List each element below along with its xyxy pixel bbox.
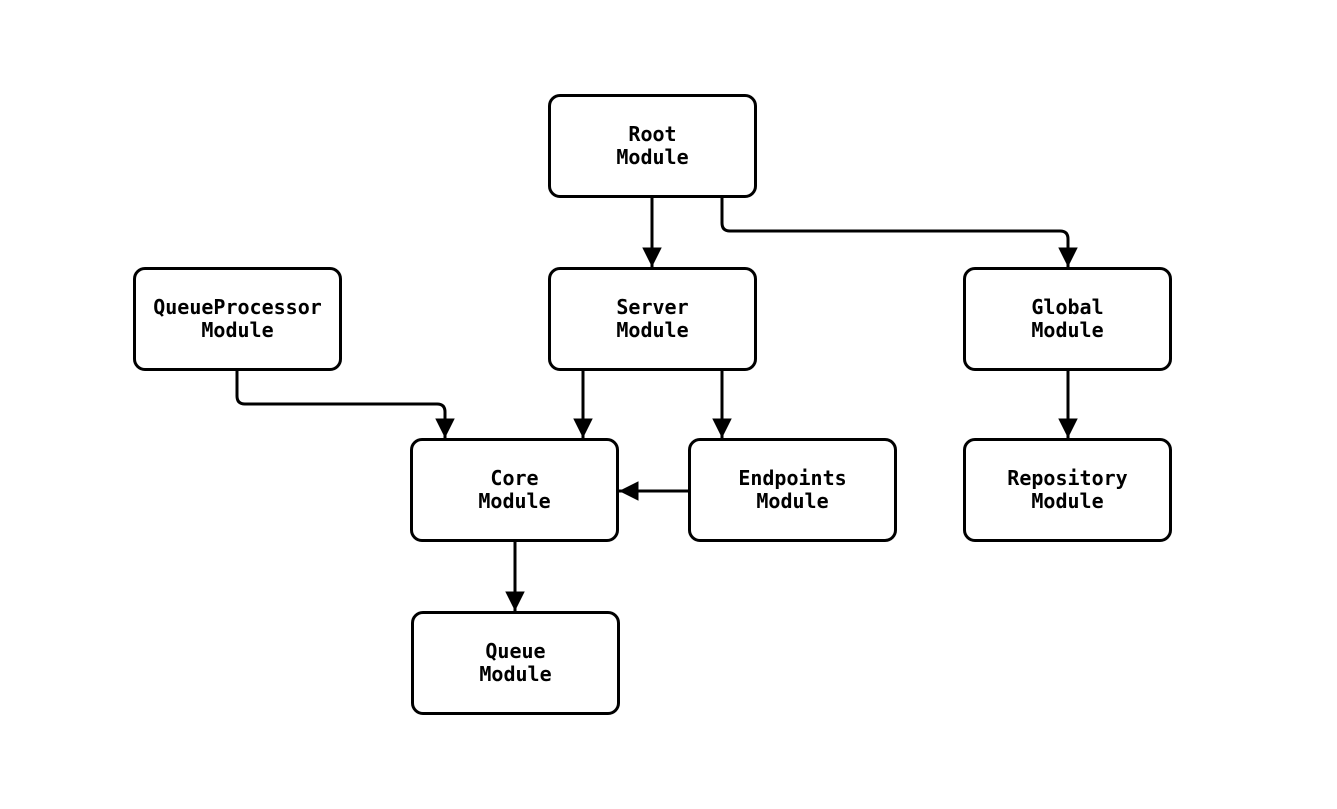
node-title: Repository [1007, 466, 1128, 490]
node-subtitle: Module [616, 318, 689, 342]
node-title: Root [628, 122, 677, 146]
node-core-module: Core Module [410, 438, 619, 542]
node-root-module: Root Module [548, 94, 757, 198]
node-title: Global [1031, 295, 1104, 319]
node-repository-module: Repository Module [963, 438, 1172, 542]
node-subtitle: Module [479, 662, 552, 686]
node-subtitle: Module [478, 489, 551, 513]
node-endpoints-module: Endpoints Module [688, 438, 897, 542]
node-queueprocessor-module: QueueProcessor Module [133, 267, 342, 371]
node-title: Queue [485, 639, 546, 663]
node-queue-module: Queue Module [411, 611, 620, 715]
node-subtitle: Module [756, 489, 829, 513]
node-subtitle: Module [616, 145, 689, 169]
node-subtitle: Module [1031, 318, 1104, 342]
node-title: Core [490, 466, 539, 490]
node-global-module: Global Module [963, 267, 1172, 371]
edge-queueprocessor-to-core [235, 371, 455, 438]
node-server-module: Server Module [548, 267, 757, 371]
node-subtitle: Module [1031, 489, 1104, 513]
node-title: QueueProcessor [153, 295, 322, 319]
node-title: Endpoints [738, 466, 847, 490]
node-subtitle: Module [201, 318, 274, 342]
node-title: Server [616, 295, 689, 319]
edge-root-to-global [720, 198, 1078, 267]
